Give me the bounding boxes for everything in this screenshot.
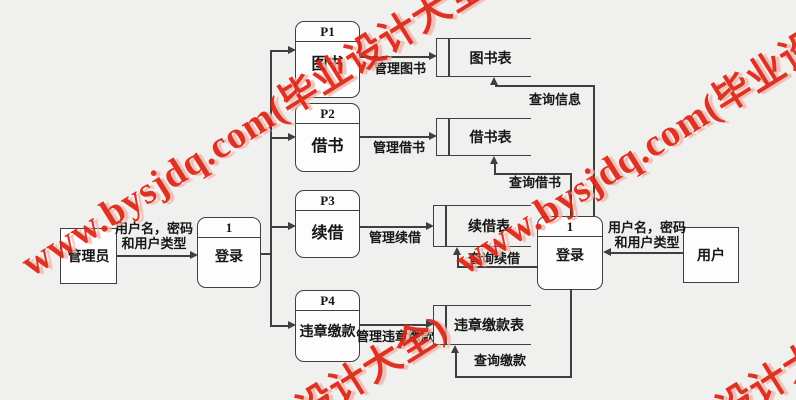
flow-label-manage-renew: 管理续借	[368, 230, 421, 245]
process-login-right: 1 登录	[537, 216, 603, 290]
flow-query-fine-line	[570, 290, 572, 378]
process-fine: P4 违章缴款	[295, 290, 360, 362]
flow-manage-books-line	[360, 56, 429, 58]
flow-manage-fine-line	[360, 324, 426, 326]
flow-query-borrow-line	[494, 173, 572, 175]
process-login-right-id: 1	[538, 217, 602, 237]
branch-renew-line	[270, 226, 288, 228]
datastore-renew-label: 续借表	[468, 220, 510, 235]
arrowhead-icon	[288, 321, 296, 329]
credentials-line2: 和用户类型	[121, 236, 187, 251]
flow-manage-renew-line	[360, 226, 426, 228]
flow-label-query-renew: 查询续借	[467, 251, 520, 266]
arrowhead-icon	[429, 132, 437, 140]
admin-entity-label: 管理员	[67, 250, 110, 265]
process-login-left-id: 1	[198, 218, 260, 238]
login-trunk-line	[261, 253, 271, 255]
datastore-fine: 违章缴款表	[433, 305, 531, 345]
flow-query-fine-line	[455, 376, 571, 378]
credentials-line1: 用户名，密码	[114, 221, 193, 236]
flow-label-user-credentials: 用户名，密码 和用户类型	[606, 220, 688, 250]
arrowhead-icon	[453, 247, 461, 255]
process-renew: P3 续借	[295, 190, 360, 258]
datastore-divider	[448, 39, 450, 76]
flow-label-query-info: 查询信息	[528, 92, 581, 107]
flow-query-info-line	[593, 85, 595, 216]
process-renew-id: P3	[296, 191, 359, 211]
watermark-text: www.bysjdq.com(毕业设计大全)	[0, 298, 456, 400]
branch-borrow-line	[270, 137, 288, 139]
flow-user-login-line	[610, 252, 683, 254]
arrowhead-icon	[490, 77, 498, 85]
flow-query-borrow-line	[494, 163, 496, 173]
process-borrow-label: 借书	[311, 138, 344, 155]
trunk-line	[270, 50, 272, 326]
credentials-line1: 用户名，密码	[607, 220, 686, 235]
arrowhead-icon	[288, 222, 296, 230]
flow-label-query-fine: 查询缴款	[473, 353, 526, 368]
arrowhead-icon	[288, 46, 296, 54]
datastore-divider	[445, 206, 447, 246]
branch-fine-line	[270, 325, 288, 327]
arrowhead-icon	[190, 251, 198, 259]
datastore-books: 图书表	[436, 38, 531, 77]
flow-query-info-line	[495, 85, 595, 87]
datastore-borrow: 借书表	[436, 118, 531, 156]
flow-manage-borrow-line	[360, 136, 429, 138]
arrowhead-icon	[288, 133, 296, 141]
process-borrow-id: P2	[296, 104, 359, 124]
arrowhead-icon	[490, 156, 498, 164]
datastore-fine-label: 违章缴款表	[454, 319, 524, 334]
user-entity-label: 用户	[697, 249, 725, 264]
arrowhead-icon	[603, 248, 611, 256]
flow-query-fine-line	[455, 353, 457, 376]
arrowhead-icon	[426, 222, 434, 230]
branch-books-line	[270, 50, 288, 52]
datastore-divider	[448, 119, 450, 155]
arrowhead-icon	[426, 320, 434, 328]
flow-query-renew-line	[457, 255, 459, 266]
flow-label-manage-books: 管理图书	[373, 61, 426, 76]
datastore-divider	[445, 306, 447, 344]
flow-query-borrow-line	[570, 173, 572, 216]
flow-label-manage-borrow: 管理借书	[372, 140, 425, 155]
flow-label-manage-fine: 管理违章缴款	[355, 329, 434, 344]
process-renew-label: 续借	[311, 225, 344, 242]
flow-label-query-borrow: 查询借书	[508, 175, 561, 190]
flow-query-renew-line	[457, 266, 537, 268]
flow-label-admin-credentials: 用户名，密码 和用户类型	[112, 221, 196, 251]
datastore-borrow-label: 借书表	[469, 131, 512, 146]
process-borrow: P2 借书	[295, 103, 360, 172]
external-entity-admin: 管理员	[60, 228, 117, 284]
process-books: P1 图书	[295, 21, 360, 98]
process-login-right-label: 登录	[556, 249, 584, 264]
datastore-books-label: 图书表	[469, 51, 512, 67]
credentials-line2: 和用户类型	[614, 235, 680, 250]
arrowhead-icon	[451, 345, 459, 353]
process-login-left: 1 登录	[197, 217, 261, 288]
process-fine-label: 违章缴款	[299, 325, 356, 340]
arrowhead-icon	[429, 52, 437, 60]
process-login-left-label: 登录	[215, 250, 243, 265]
process-books-id: P1	[296, 22, 359, 42]
external-entity-user: 用户	[683, 227, 739, 283]
flow-admin-login-line	[117, 255, 190, 257]
process-books-label: 图书	[311, 56, 344, 73]
process-fine-id: P4	[296, 291, 359, 311]
datastore-renew: 续借表	[433, 205, 531, 247]
